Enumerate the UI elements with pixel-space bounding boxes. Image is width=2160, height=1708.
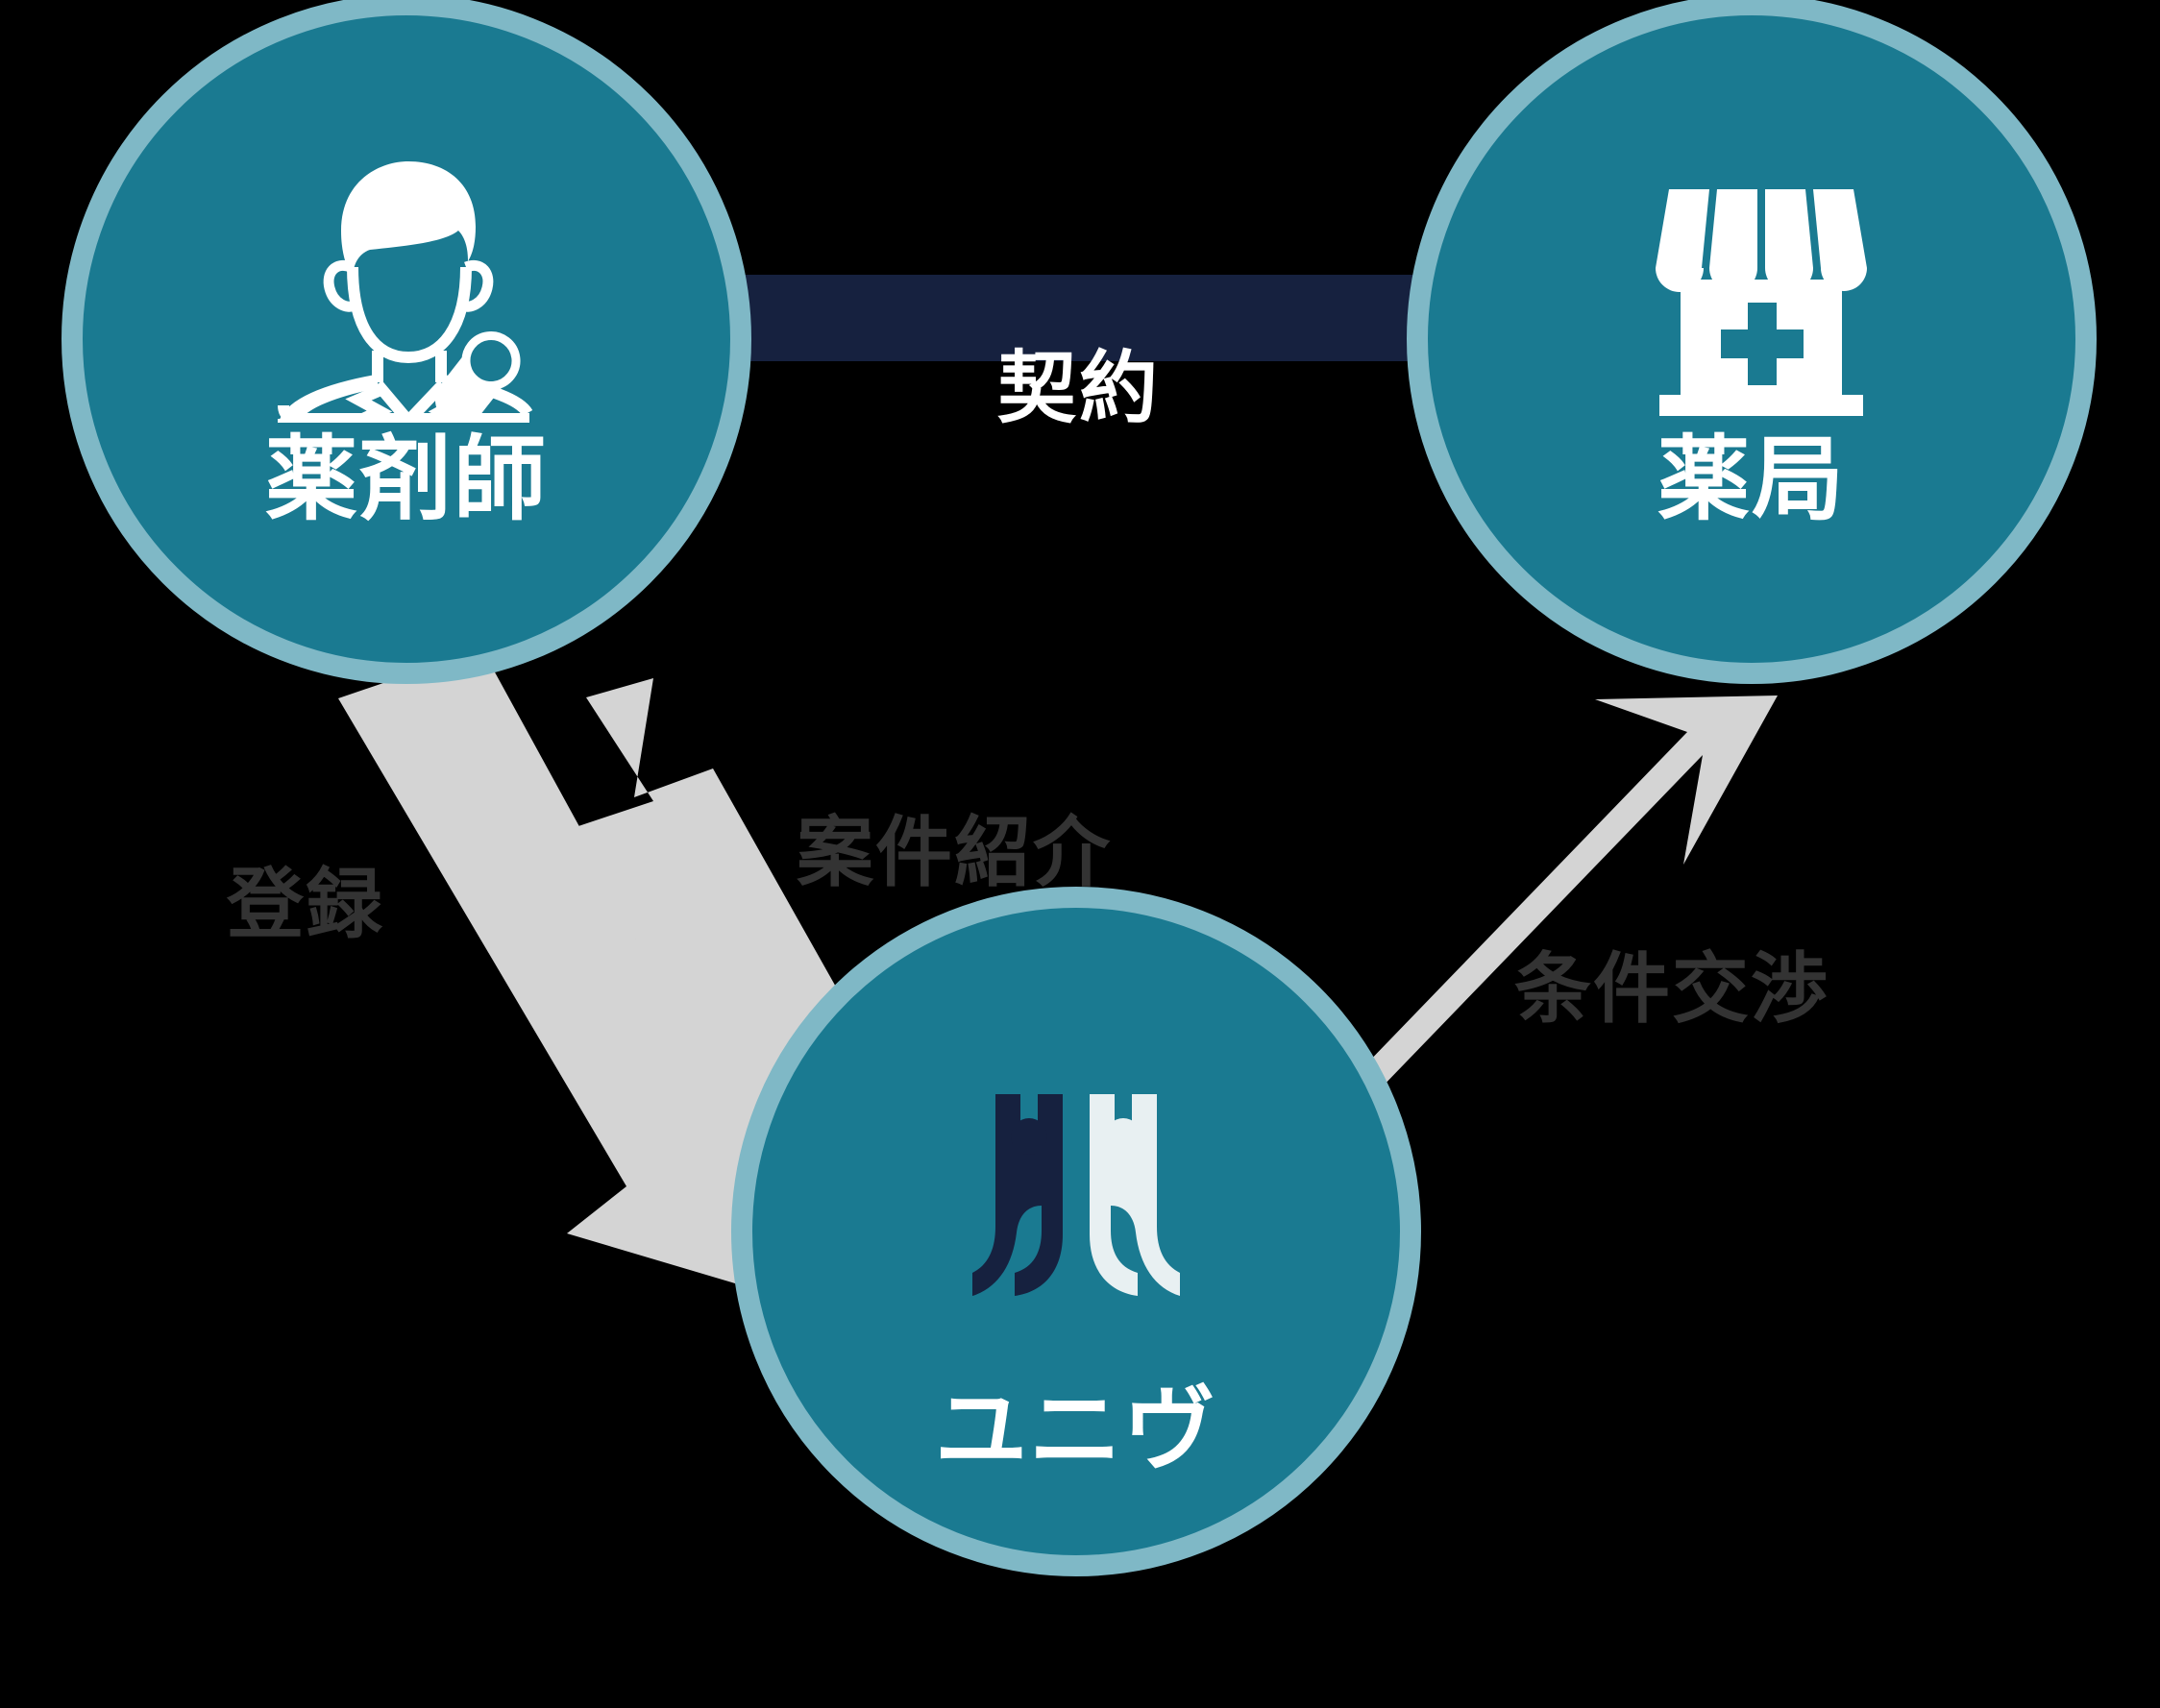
pharmacist-label: 薬剤師	[265, 428, 548, 531]
edge-label-job-intro: 案件紹介	[797, 810, 1112, 895]
univ-label: ユニヴ	[935, 1379, 1217, 1482]
pharmacy-label: 薬局	[1657, 428, 1846, 531]
arrow-negotiation	[1288, 695, 1778, 1191]
node-circle-pharmacist[interactable]	[61, 0, 751, 684]
arrow-register	[338, 649, 817, 1288]
contract-banner-label: 契約	[996, 345, 1162, 432]
node-circle-univ[interactable]	[731, 887, 1421, 1576]
edge-label-negotiation: 条件交渉	[1514, 946, 1829, 1032]
node-circle-pharmacy[interactable]	[1407, 0, 2097, 684]
edge-label-register: 登録	[227, 862, 384, 947]
